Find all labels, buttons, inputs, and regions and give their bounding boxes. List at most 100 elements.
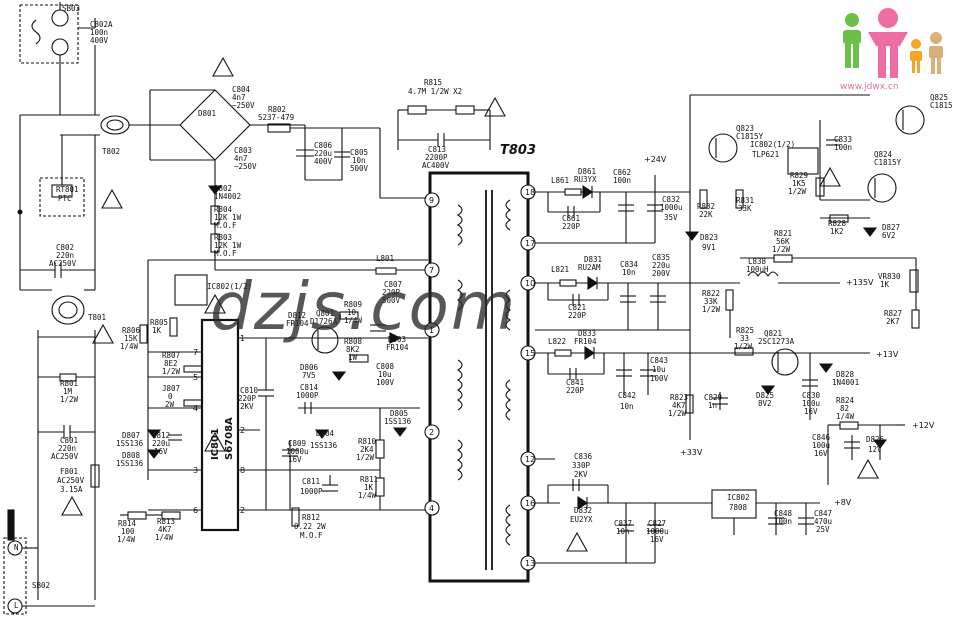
component-label: IC802 bbox=[727, 493, 750, 502]
component-label: C833 bbox=[834, 135, 852, 144]
component-label: L861 bbox=[551, 176, 569, 185]
component-label: 1/2W bbox=[702, 305, 721, 314]
component-label: 400V bbox=[90, 36, 109, 45]
component-label: C843 bbox=[650, 356, 668, 365]
component-label: 100n bbox=[613, 176, 631, 185]
component-label: C802 bbox=[56, 243, 74, 252]
ic-pin: 5 bbox=[193, 373, 198, 382]
component-label: C1815Y bbox=[874, 158, 902, 167]
component-label: 10 bbox=[347, 308, 357, 317]
component-label: Q801 bbox=[316, 309, 334, 318]
component-label: D804 bbox=[316, 429, 335, 438]
component-label: 1/2W bbox=[734, 342, 753, 351]
component-label: C1815Y bbox=[736, 132, 764, 141]
rail-label: +13V bbox=[876, 350, 899, 359]
component-label: 1/4W bbox=[836, 412, 855, 421]
component-label: C804 bbox=[232, 85, 251, 94]
component-label: 16V bbox=[814, 449, 828, 458]
component-label: 220P bbox=[568, 311, 587, 320]
component-label: D825 bbox=[756, 391, 774, 400]
ic-pin: 8 bbox=[240, 466, 245, 475]
component-label: 6V2 bbox=[882, 231, 896, 240]
component-label: 4K7 bbox=[158, 525, 172, 534]
component-label: 1/2W bbox=[668, 409, 687, 418]
component-label: C1815 bbox=[930, 101, 953, 110]
component-label: R821 bbox=[774, 229, 792, 238]
rail-label: +24V bbox=[644, 155, 667, 164]
component-label: R828 bbox=[828, 219, 847, 228]
component-label: R827 bbox=[884, 309, 902, 318]
component-label: R803 bbox=[214, 233, 232, 242]
component-label: R804 bbox=[214, 205, 233, 214]
component-label: AC250V bbox=[49, 259, 77, 268]
component-label: 7808 bbox=[729, 503, 748, 512]
component-label: 1/4W bbox=[117, 535, 136, 544]
component-label: 10n bbox=[352, 156, 366, 165]
component-label: R808 bbox=[344, 337, 363, 346]
component-label: D828 bbox=[836, 370, 855, 379]
component-label: 16V bbox=[288, 455, 302, 464]
component-label: 100n bbox=[774, 517, 792, 526]
component-label: 1000P bbox=[296, 391, 319, 400]
component-label: L801 bbox=[376, 254, 394, 263]
component-label: M.O.F bbox=[214, 249, 237, 258]
component-label: 56K bbox=[776, 237, 790, 246]
component-label: M.O.F bbox=[214, 221, 237, 230]
component-label: C832 bbox=[662, 195, 680, 204]
component-label: 100V bbox=[650, 374, 669, 383]
component-label: 220P bbox=[238, 394, 257, 403]
component-label: Q823 bbox=[736, 124, 754, 133]
component-label: 1SS136 bbox=[116, 439, 144, 448]
component-label: 1000P bbox=[300, 487, 323, 496]
component-label: 100u bbox=[812, 441, 830, 450]
component-label: ~250V bbox=[232, 101, 255, 110]
component-label: C834 bbox=[620, 260, 639, 269]
component-label: 1000u bbox=[646, 527, 669, 536]
component-label: T802 bbox=[102, 147, 120, 156]
component-label: ~250V bbox=[234, 162, 257, 171]
ic-part: S6708A bbox=[224, 417, 235, 460]
component-label: D807 bbox=[122, 431, 140, 440]
component-label: 10n bbox=[620, 402, 634, 411]
component-label: C827 bbox=[648, 519, 666, 528]
component-label: R807 bbox=[162, 351, 180, 360]
rail-label: +135V bbox=[846, 278, 874, 287]
component-label: C810 bbox=[240, 386, 259, 395]
component-label: D832 bbox=[574, 506, 592, 515]
ic-name: IC801 bbox=[210, 428, 221, 460]
component-label: R805 bbox=[150, 318, 168, 327]
component-label: 500V bbox=[382, 296, 401, 305]
component-label: 470u bbox=[814, 517, 832, 526]
component-label: 33K bbox=[738, 204, 752, 213]
component-label: 2KV bbox=[240, 402, 254, 411]
component-label: D827 bbox=[882, 223, 900, 232]
component-label: 1/2W bbox=[60, 395, 79, 404]
component-label: 15K bbox=[124, 334, 138, 343]
component-label: R813 bbox=[157, 517, 175, 526]
component-label: 200V bbox=[652, 269, 671, 278]
component-label: C809 bbox=[288, 439, 306, 448]
component-label: 1M bbox=[63, 387, 73, 396]
component-label: M.O.F bbox=[300, 531, 323, 540]
component-label: 220u bbox=[652, 261, 670, 270]
component-label: C829 bbox=[704, 393, 722, 402]
component-label: 4n7 bbox=[234, 154, 248, 163]
transformer-pin: 13 bbox=[525, 559, 535, 568]
component-label: R812 bbox=[302, 513, 320, 522]
component-label: C862 bbox=[613, 168, 631, 177]
component-label: C837 bbox=[614, 519, 632, 528]
component-label: 2K4 bbox=[360, 445, 374, 454]
component-label: 10u bbox=[652, 365, 666, 374]
component-label: 16V bbox=[650, 535, 664, 544]
component-label: D861 bbox=[578, 167, 596, 176]
component-label: N bbox=[14, 543, 19, 552]
component-label: 1K bbox=[152, 326, 162, 335]
component-label: C805 bbox=[350, 148, 368, 157]
transformer-pin: 12 bbox=[525, 455, 535, 464]
component-label: D831 bbox=[584, 255, 602, 264]
component-label: 9V1 bbox=[702, 243, 716, 252]
component-label: 12V bbox=[868, 445, 882, 454]
component-label: PTC bbox=[58, 194, 72, 203]
component-label: 0 bbox=[168, 392, 173, 401]
